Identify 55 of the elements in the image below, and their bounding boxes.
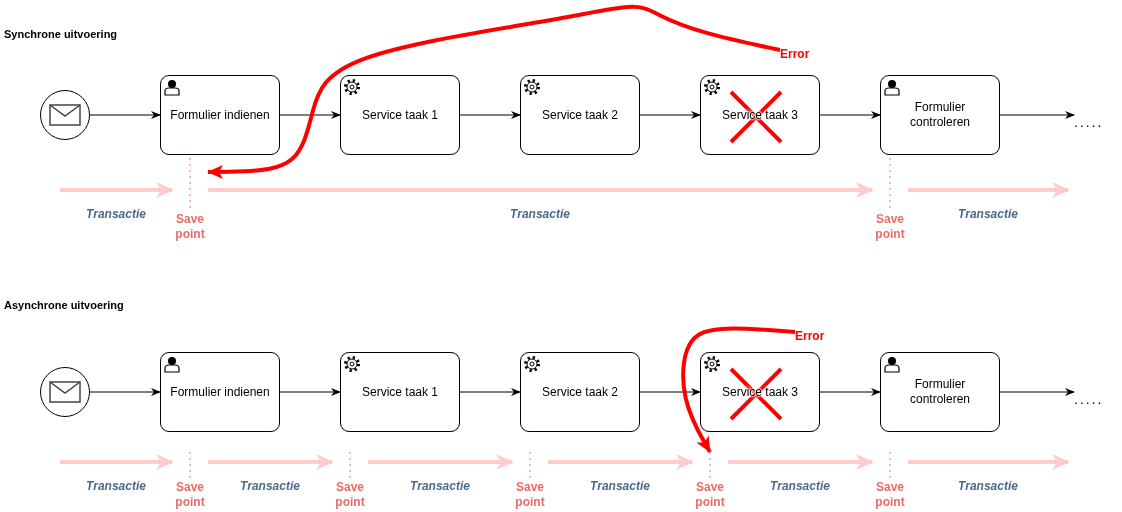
edge-label: Transactie — [770, 479, 830, 493]
error-arrow — [681, 326, 796, 453]
task-box: Formulier indienen — [160, 75, 280, 155]
start-event-circle — [40, 90, 90, 140]
arrow — [819, 111, 881, 119]
section-heading: Asynchrone uitvoering — [4, 299, 124, 311]
arrow — [459, 111, 521, 119]
arrow — [459, 388, 521, 396]
task-box: Formulier controleren — [880, 352, 1000, 432]
edge-label: Transactie — [240, 479, 300, 493]
error-label: Error — [780, 45, 820, 63]
task-box: Service taak 2 — [520, 352, 640, 432]
transaction-arrow — [208, 182, 874, 198]
arrow — [89, 111, 161, 119]
arrow — [639, 388, 701, 396]
task-box: Formulier indienen — [160, 352, 280, 432]
save-point-marker: Save point — [332, 452, 368, 510]
save-point-marker: Save point — [512, 452, 548, 510]
save-point-marker: Save point — [872, 452, 908, 510]
task-box: Formulier controleren — [880, 75, 1000, 155]
transaction-arrow — [548, 454, 694, 470]
save-point-marker: Save point — [692, 452, 728, 510]
arrow — [999, 388, 1075, 396]
arrow — [999, 111, 1075, 119]
task-box: Service taak 1 — [340, 352, 460, 432]
transaction-arrow — [208, 454, 334, 470]
arrow — [639, 111, 701, 119]
transaction-arrow — [908, 182, 1070, 198]
save-point-marker: Save point — [172, 452, 208, 510]
transaction-arrow — [728, 454, 874, 470]
start-event-circle — [40, 367, 90, 417]
error-label: Error — [795, 327, 835, 345]
section-heading: Synchrone uitvoering — [4, 28, 118, 40]
continuation-dots: ..... — [1074, 385, 1120, 413]
transaction-arrow — [908, 454, 1070, 470]
edge-label: Transactie — [410, 479, 470, 493]
arrow — [279, 111, 341, 119]
transaction-arrow — [368, 454, 514, 470]
arrow — [89, 388, 161, 396]
save-point-marker: Save point — [172, 158, 208, 242]
task-box: Service taak 2 — [520, 75, 640, 155]
arrow — [819, 388, 881, 396]
error-arrow — [207, 4, 781, 179]
save-point-marker: Save point — [872, 158, 908, 242]
edge-label: Transactie — [510, 207, 570, 221]
edge-label: Transactie — [86, 207, 146, 221]
edge-label: Transactie — [590, 479, 650, 493]
arrow — [279, 388, 341, 396]
task-box: Service taak 1 — [340, 75, 460, 155]
transaction-arrow — [60, 182, 174, 198]
edge-label: Transactie — [958, 207, 1018, 221]
transaction-arrow — [60, 454, 174, 470]
edge-label: Transactie — [86, 479, 146, 493]
continuation-dots: ..... — [1074, 108, 1120, 136]
edge-label: Transactie — [958, 479, 1018, 493]
